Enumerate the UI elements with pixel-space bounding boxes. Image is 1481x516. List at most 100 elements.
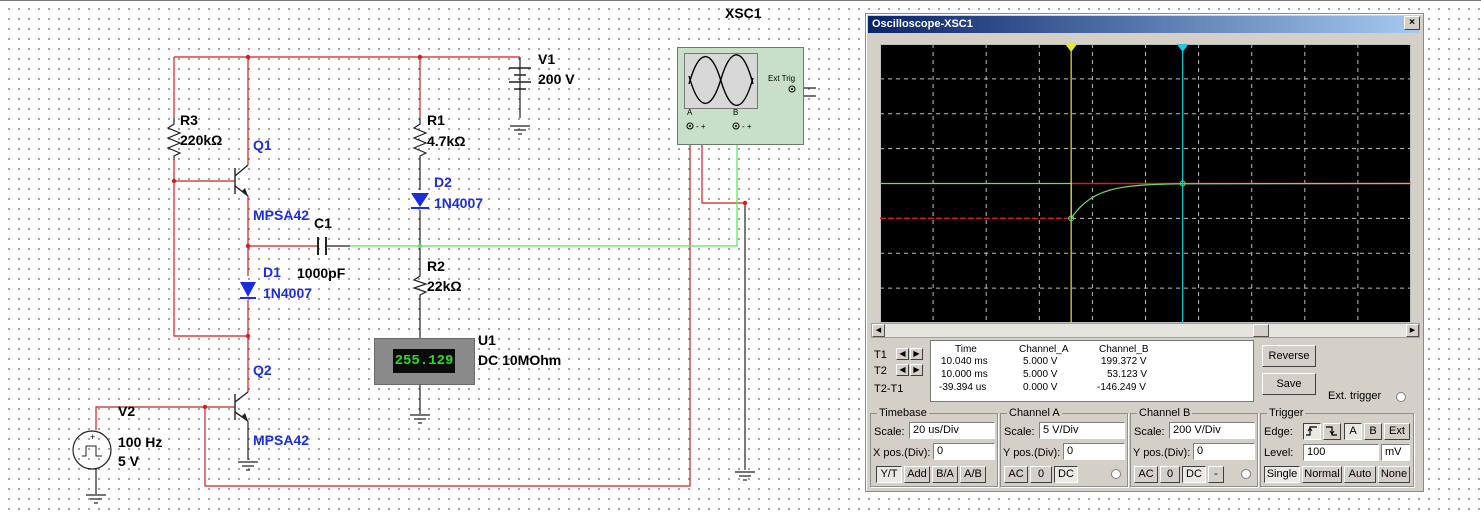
channel-b-ypos-field[interactable]: 0 — [1193, 443, 1255, 460]
timebase-title: Timebase — [877, 406, 929, 420]
mode-add-button[interactable]: Add — [904, 466, 930, 483]
mode-ba-button[interactable]: B/A — [932, 466, 958, 483]
measurement-readout: Time Channel_A Channel_B 10.040 ms 5.000… — [930, 340, 1254, 402]
trigger-mode-normal-button[interactable]: Normal — [1302, 466, 1342, 483]
trigger-level-field[interactable]: 100 — [1303, 444, 1379, 461]
trigger-level-label: Level: — [1264, 447, 1294, 459]
x-position-label: X pos.(Div): — [873, 447, 931, 459]
close-button[interactable]: × — [1404, 16, 1420, 30]
channel-a-dc-button[interactable]: DC — [1054, 466, 1078, 483]
mode-ab-button[interactable]: A/B — [960, 466, 986, 483]
time-scrollbar[interactable]: ◀ ▶ — [871, 323, 1420, 338]
svg-text:- +: - + — [696, 122, 706, 131]
readout-header-time: Time — [955, 344, 977, 355]
trigger-source-ext-button[interactable]: Ext — [1384, 423, 1410, 440]
multimeter-u1[interactable]: 255.129 — [374, 338, 475, 385]
multimeter-reading: 255.129 — [394, 353, 454, 369]
ext-trigger-terminal[interactable] — [1396, 392, 1406, 402]
readout-delta-time: -39.394 us — [939, 382, 987, 393]
ext-trigger-label: Ext. trigger — [1328, 390, 1382, 402]
trigger-source-a-button[interactable]: A — [1344, 423, 1362, 440]
channel-a-ypos-label: Y pos.(Div): — [1003, 447, 1061, 459]
channel-a-zero-button[interactable]: 0 — [1030, 466, 1052, 483]
cursor-t1-marker — [1068, 215, 1075, 222]
v1-value: 200 V — [538, 71, 575, 87]
u1-name: U1 — [478, 332, 496, 348]
t1-left-arrow-icon[interactable]: ◀ — [896, 348, 909, 360]
channel-a-scale-field[interactable]: 5 V/Div — [1039, 422, 1125, 439]
t1-label: T1 — [874, 349, 887, 361]
c1-name: C1 — [314, 215, 332, 231]
channel-a-ac-button[interactable]: AC — [1004, 466, 1028, 483]
channel-a-scale-label: Scale: — [1004, 426, 1035, 438]
readout-t1-channel-b: 199.372 V — [1101, 356, 1147, 367]
trigger-mode-auto-button[interactable]: Auto — [1344, 466, 1376, 483]
q2-name: Q2 — [253, 362, 272, 378]
resistor-r3-symbol — [166, 118, 182, 160]
save-button[interactable]: Save — [1262, 373, 1316, 395]
oscilloscope-icon-screen — [684, 53, 758, 109]
oscilloscope-icon[interactable]: Ext Trig A B - + - + — [677, 47, 804, 145]
readout-header-channel-a: Channel_A — [1019, 344, 1069, 355]
diode-d1-symbol — [240, 282, 256, 297]
r1-name: R1 — [427, 112, 445, 128]
v1-name: V1 — [538, 51, 556, 67]
scope-display[interactable] — [880, 44, 1412, 323]
scroll-right-button[interactable]: ▶ — [1406, 324, 1419, 337]
canvas-top-border — [0, 0, 1481, 1]
trigger-mode-single-button[interactable]: Single — [1264, 466, 1300, 483]
wire-r3-bottom — [173, 160, 248, 337]
scroll-thumb[interactable] — [1253, 324, 1269, 337]
r3-value: 220kΩ — [180, 132, 223, 148]
u1-value: DC 10MOhm — [478, 352, 562, 368]
channel-a-group: Channel A Scale: 5 V/Div Y pos.(Div): 0 … — [1000, 406, 1128, 487]
r2-value: 22kΩ — [427, 278, 462, 294]
trigger-level-unit[interactable]: mV — [1381, 444, 1410, 461]
falling-edge-icon[interactable] — [1323, 423, 1341, 440]
channel-b-title: Channel B — [1137, 406, 1193, 420]
mode-yt-button[interactable]: Y/T — [876, 466, 902, 483]
trigger-mode-none-button[interactable]: None — [1378, 466, 1410, 483]
x-position-field[interactable]: 0 — [933, 443, 995, 460]
rising-edge-icon[interactable] — [1303, 423, 1321, 440]
ext-trig-label: Ext Trig — [768, 74, 796, 83]
channel-b-ac-button[interactable]: AC — [1134, 466, 1158, 483]
scroll-left-button[interactable]: ◀ — [872, 324, 885, 337]
channel-b-zero-button[interactable]: 0 — [1160, 466, 1180, 483]
svg-text:- +: - + — [742, 122, 752, 131]
channel-a-terminal[interactable] — [1111, 469, 1121, 479]
channel-b-scale-field[interactable]: 200 V/Div — [1169, 422, 1255, 439]
oscilloscope-titlebar[interactable]: Oscilloscope-XSC1 — [868, 16, 1419, 33]
channel-b-terminal[interactable] — [1241, 469, 1251, 479]
t2-left-arrow-icon[interactable]: ◀ — [896, 364, 909, 376]
cursor-t2-marker — [1179, 180, 1186, 187]
readout-header-channel-b: Channel_B — [1099, 344, 1149, 355]
trigger-source-b-button[interactable]: B — [1364, 423, 1382, 440]
channel-a-trace-after — [1070, 182, 1412, 221]
channel-b-ypos-label: Y pos.(Div): — [1133, 447, 1191, 459]
channel-a-terminal-label: A — [687, 108, 693, 117]
channel-a-ypos-field[interactable]: 0 — [1063, 443, 1125, 460]
wire-scope-a-red — [701, 126, 745, 204]
c1-value: 1000pF — [297, 265, 346, 281]
channel-b-dc-button[interactable]: DC — [1182, 466, 1206, 483]
d1-model: 1N4007 — [263, 285, 313, 301]
channel-b-terminal-label: B — [733, 108, 739, 117]
sine-wave-icon — [688, 54, 754, 107]
readout-t1-channel-a: 5.000 V — [1023, 356, 1058, 367]
multimeter-display: 255.129 — [393, 349, 455, 373]
t2-right-arrow-icon[interactable]: ▶ — [910, 364, 923, 376]
v2-amplitude: 5 V — [118, 453, 140, 469]
oscilloscope-window[interactable]: Oscilloscope-XSC1 × ◀ ▶ T1 ◀ ▶ T2 ◀ ▶ T2… — [865, 13, 1424, 492]
r2-name: R2 — [427, 258, 445, 274]
timebase-scale-field[interactable]: 20 us/Div — [909, 422, 995, 439]
transistor-q2-symbol — [234, 391, 249, 422]
v2-name: V2 — [118, 403, 136, 419]
resistor-r2-symbol — [412, 272, 428, 298]
timebase-group: Timebase Scale: 20 us/Div X pos.(Div): 0… — [870, 406, 998, 487]
channel-b-invert-button[interactable]: - — [1208, 466, 1224, 483]
channel-b-group: Channel B Scale: 200 V/Div Y pos.(Div): … — [1130, 406, 1258, 487]
trigger-edge-label: Edge: — [1264, 426, 1293, 438]
reverse-button[interactable]: Reverse — [1262, 345, 1316, 367]
t1-right-arrow-icon[interactable]: ▶ — [910, 348, 923, 360]
